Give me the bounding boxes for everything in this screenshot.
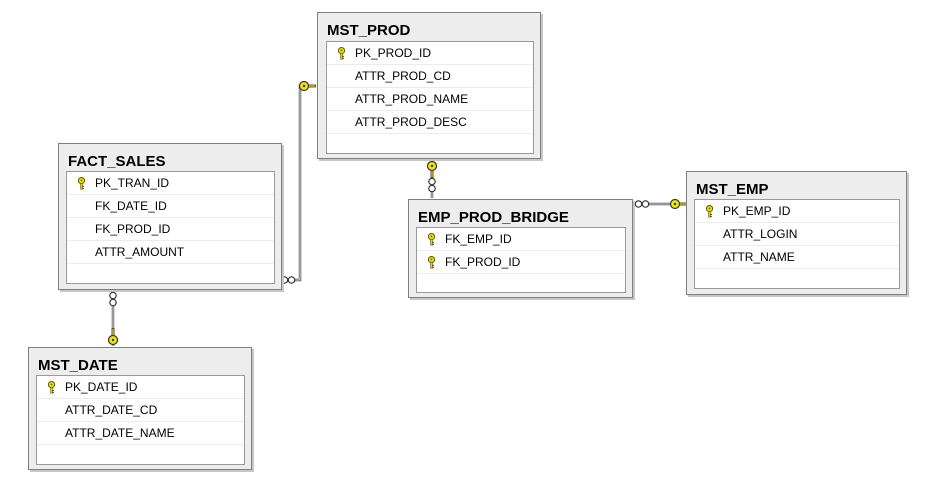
- table-title: MST_PROD: [327, 22, 411, 39]
- infinity-icon: [280, 276, 296, 284]
- column-name: ATTR_NAME: [723, 250, 795, 264]
- table-emp-prod-bridge[interactable]: EMP_PROD_BRIDGE FK_EMP_ID FK_PROD_ID: [408, 199, 633, 298]
- table-row[interactable]: FK_EMP_ID: [417, 228, 625, 251]
- table-row[interactable]: FK_PROD_ID: [67, 218, 274, 241]
- column-name: FK_PROD_ID: [95, 222, 171, 236]
- column-name: PK_DATE_ID: [65, 380, 138, 394]
- relationship-fact-sales-mst-prod[interactable]: [281, 84, 311, 282]
- table-row[interactable]: ATTR_AMOUNT: [67, 241, 274, 264]
- table-row[interactable]: ATTR_PROD_NAME: [327, 88, 533, 111]
- key-icon: [427, 256, 436, 269]
- table-row[interactable]: ATTR_NAME: [695, 246, 899, 269]
- key-icon: [337, 47, 346, 60]
- table-row[interactable]: PK_DATE_ID: [37, 376, 244, 399]
- table-row[interactable]: PK_PROD_ID: [327, 42, 533, 65]
- infinity-icon: [428, 177, 436, 193]
- key-icon: [426, 160, 438, 178]
- table-row[interactable]: ATTR_PROD_DESC: [327, 111, 533, 134]
- column-list: PK_EMP_ID ATTR_LOGIN ATTR_NAME: [694, 199, 900, 289]
- table-row[interactable]: FK_PROD_ID: [417, 251, 625, 274]
- column-name: ATTR_PROD_CD: [355, 69, 451, 83]
- table-title: FACT_SALES: [68, 153, 166, 170]
- table-title: EMP_PROD_BRIDGE: [418, 209, 569, 226]
- key-icon: [107, 328, 119, 346]
- column-name: PK_EMP_ID: [723, 204, 791, 218]
- table-row[interactable]: PK_EMP_ID: [695, 200, 899, 223]
- table-row[interactable]: ATTR_LOGIN: [695, 223, 899, 246]
- column-list: FK_EMP_ID FK_PROD_ID: [416, 227, 626, 293]
- infinity-icon: [109, 291, 117, 307]
- column-name: FK_EMP_ID: [445, 232, 512, 246]
- table-mst-date[interactable]: MST_DATE PK_DATE_ID ATTR_DATE_CD ATTR_DATE…: [28, 347, 252, 470]
- table-mst-prod[interactable]: MST_PROD PK_PROD_ID ATTR_PROD_CD ATTR_PROD…: [317, 12, 541, 159]
- column-name: FK_PROD_ID: [445, 255, 521, 269]
- table-row[interactable]: PK_TRAN_ID: [67, 172, 274, 195]
- column-name: ATTR_PROD_DESC: [355, 115, 467, 129]
- column-name: PK_TRAN_ID: [95, 176, 170, 190]
- column-name: ATTR_PROD_NAME: [355, 92, 469, 106]
- table-mst-emp[interactable]: MST_EMP PK_EMP_ID ATTR_LOGIN ATTR_NAME: [686, 171, 907, 295]
- column-list: PK_DATE_ID ATTR_DATE_CD ATTR_DATE_NAME: [36, 375, 245, 465]
- infinity-icon: [634, 200, 650, 208]
- column-name: ATTR_AMOUNT: [95, 245, 185, 259]
- column-name: ATTR_DATE_CD: [65, 403, 158, 417]
- key-icon: [427, 233, 436, 246]
- table-row[interactable]: ATTR_DATE_CD: [37, 399, 244, 422]
- table-row[interactable]: FK_DATE_ID: [67, 195, 274, 218]
- key-icon: [77, 177, 86, 190]
- column-list: PK_PROD_ID ATTR_PROD_CD ATTR_PROD_NAME ATTR…: [326, 41, 534, 154]
- table-row[interactable]: ATTR_PROD_CD: [327, 65, 533, 88]
- column-list: PK_TRAN_ID FK_DATE_ID FK_PROD_ID ATTR_AMOUN…: [66, 171, 275, 284]
- column-name: ATTR_LOGIN: [723, 227, 798, 241]
- key-icon: [298, 80, 316, 92]
- key-icon: [669, 198, 687, 210]
- key-icon: [705, 205, 714, 218]
- table-title: MST_DATE: [38, 357, 118, 374]
- table-row[interactable]: ATTR_DATE_NAME: [37, 422, 244, 445]
- table-fact-sales[interactable]: FACT_SALES PK_TRAN_ID FK_DATE_ID FK_PROD_I…: [58, 143, 282, 290]
- key-icon: [47, 381, 56, 394]
- table-title: MST_EMP: [696, 181, 769, 198]
- column-name: FK_DATE_ID: [95, 199, 167, 213]
- column-name: ATTR_DATE_NAME: [65, 426, 175, 440]
- column-name: PK_PROD_ID: [355, 46, 432, 60]
